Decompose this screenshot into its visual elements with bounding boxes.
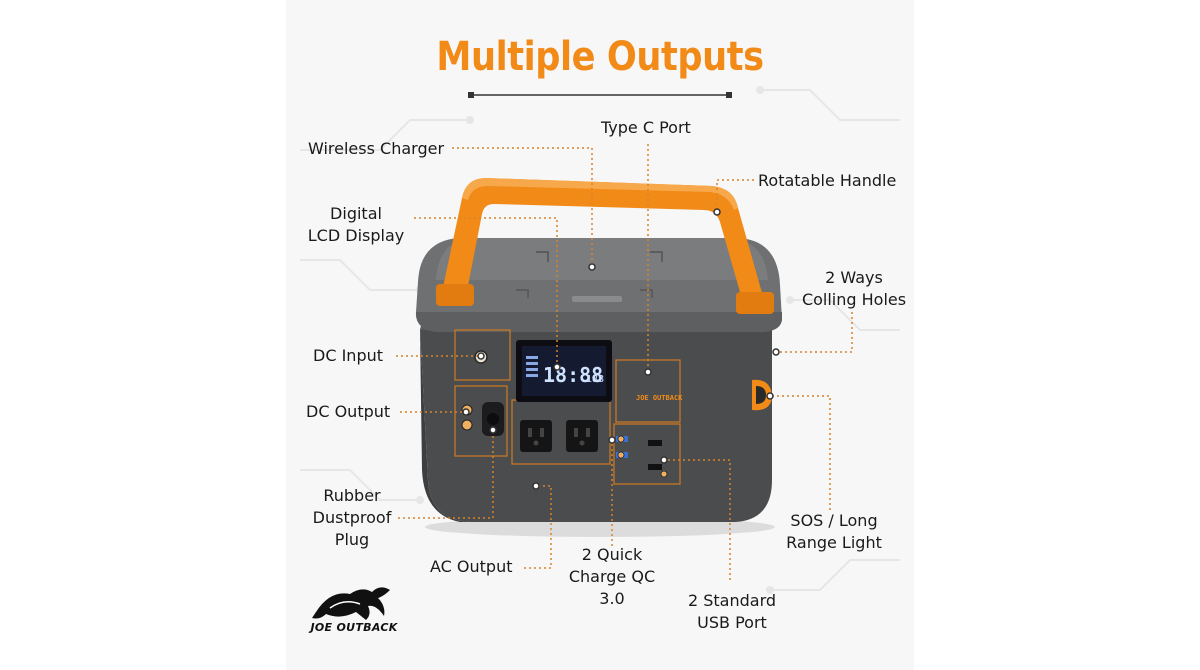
label-sos-light: SOS / Long Range Light (772, 510, 896, 554)
label-digital-lcd-line2: LCD Display (307, 226, 405, 245)
label-digital-lcd: Digital LCD Display (300, 203, 412, 247)
ac-outlet-1 (520, 420, 552, 452)
rotatable-handle-shape (442, 178, 764, 306)
label-digital-lcd-line1: Digital (330, 204, 382, 223)
label-rubber-plug-line2: Dustproof (312, 508, 392, 527)
label-quick-charge-line2: Charge QC (568, 567, 656, 586)
label-cooling-holes: 2 Ways Colling Holes (792, 267, 916, 311)
label-sos-light-line2: Range Light (786, 533, 882, 552)
label-cooling-holes-line2: Colling Holes (801, 290, 907, 309)
lcd-readout-main: 18:88 (543, 363, 603, 387)
label-rotatable-handle: Rotatable Handle (758, 171, 897, 190)
label-cooling-holes-line1: 2 Ways (825, 268, 883, 287)
label-dc-output: DC Output (306, 402, 391, 421)
logo-text: JOE OUTBACK (310, 621, 398, 634)
label-ac-output: AC Output (430, 557, 513, 576)
device-brand-text: JOE OUTBACK (636, 394, 683, 402)
label-wireless-charger: Wireless Charger (308, 139, 445, 158)
label-standard-usb: 2 Standard USB Port (676, 590, 788, 634)
label-sos-light-line1: SOS / Long (790, 511, 878, 530)
label-dc-input: DC Input (313, 346, 384, 365)
dc-output-port-2 (461, 419, 473, 431)
label-type-c-port: Type C Port (601, 118, 691, 137)
label-rubber-plug-line3: Plug (334, 530, 370, 549)
ac-outlet-2 (566, 420, 598, 452)
device-body (420, 290, 772, 522)
label-rubber-plug: Rubber Dustproof Plug (302, 485, 402, 551)
label-standard-usb-line2: USB Port (697, 613, 767, 632)
lcd-readout-side: 188 (586, 374, 604, 385)
label-quick-charge-line3: 3.0 (599, 589, 625, 608)
label-rubber-plug-line1: Rubber (323, 486, 381, 505)
label-quick-charge-line1: 2 Quick (581, 545, 643, 564)
label-standard-usb-line1: 2 Standard (687, 591, 777, 610)
page-title: Multiple Outputs (436, 34, 764, 80)
label-quick-charge: 2 Quick Charge QC 3.0 (556, 544, 668, 610)
